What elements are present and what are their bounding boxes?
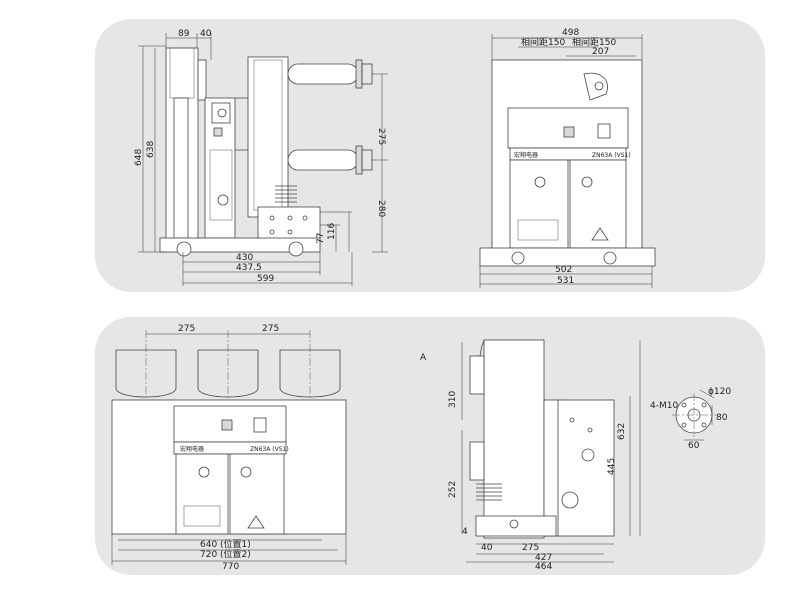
dim-437: 437.5 [236,263,262,273]
dim-89: 89 [178,29,190,39]
front-view: 宏翔电器 ZN63A (VS1) [479,34,656,288]
front-view-labels: 498 相间距150 相间距150 207 502 531 [521,28,616,286]
dim-207: 207 [592,47,609,57]
side-view-2-labels: 310 252 4 632 445 40 275 427 464 [448,391,627,572]
dim-40b: 40 [481,543,493,553]
dim-638: 638 [146,141,156,158]
dim-498: 498 [562,28,579,38]
dia-label: ϕ120 [708,387,731,397]
label-a: A [420,353,427,363]
side-view-2: A [420,339,641,563]
dim-502: 502 [555,265,572,275]
dim-427: 427 [535,553,552,563]
dim-464: 464 [535,562,552,572]
dim-599: 599 [257,274,274,284]
dim-275c: 275 [522,543,539,553]
dim-80: 80 [716,413,728,423]
front2-brand: 宏翔电器 [180,445,204,453]
dim-720: 720 (位置2) [200,548,251,560]
bolt-detail-labels: 4-M10 ϕ120 80 60 [650,387,731,451]
dim-275a: 275 [178,324,195,334]
front-view-2-labels: 275 275 640 (位置1) 720 (位置2) 770 [178,324,279,572]
dim-445: 445 [607,458,617,475]
dim-648: 648 [134,149,144,166]
dim-770: 770 [222,562,239,572]
dim-116: 116 [327,223,337,240]
dim-4: 4 [462,527,468,537]
dim-252: 252 [448,481,458,498]
dim-275: 275 [376,128,386,145]
dim-77: 77 [316,233,326,244]
front-brand: 宏翔电器 [514,151,538,159]
dim-phase-b: 相间距150 [572,36,616,48]
front-view-2: 宏翔电器 ZN63A (VS1) [111,330,347,565]
front2-model: ZN63A (VS1) [250,446,289,453]
dim-632: 632 [617,423,627,440]
bolt-detail [672,389,716,441]
dim-640: 640 (位置1) [200,538,251,550]
dim-531: 531 [557,276,574,286]
front-model: ZN63A (VS1) [592,152,631,159]
dim-phase-a: 相间距150 [521,36,565,48]
dim-40: 40 [200,29,212,39]
dim-275b: 275 [262,324,279,334]
dim-310: 310 [448,391,458,408]
side-view [138,33,388,286]
bolt-label: 4-M10 [650,401,678,411]
dim-280: 280 [376,200,386,217]
side-view-labels: 89 40 648 638 275 280 77 116 430 437.5 5… [134,29,386,284]
dim-60: 60 [688,441,700,451]
dim-430: 430 [236,253,253,263]
